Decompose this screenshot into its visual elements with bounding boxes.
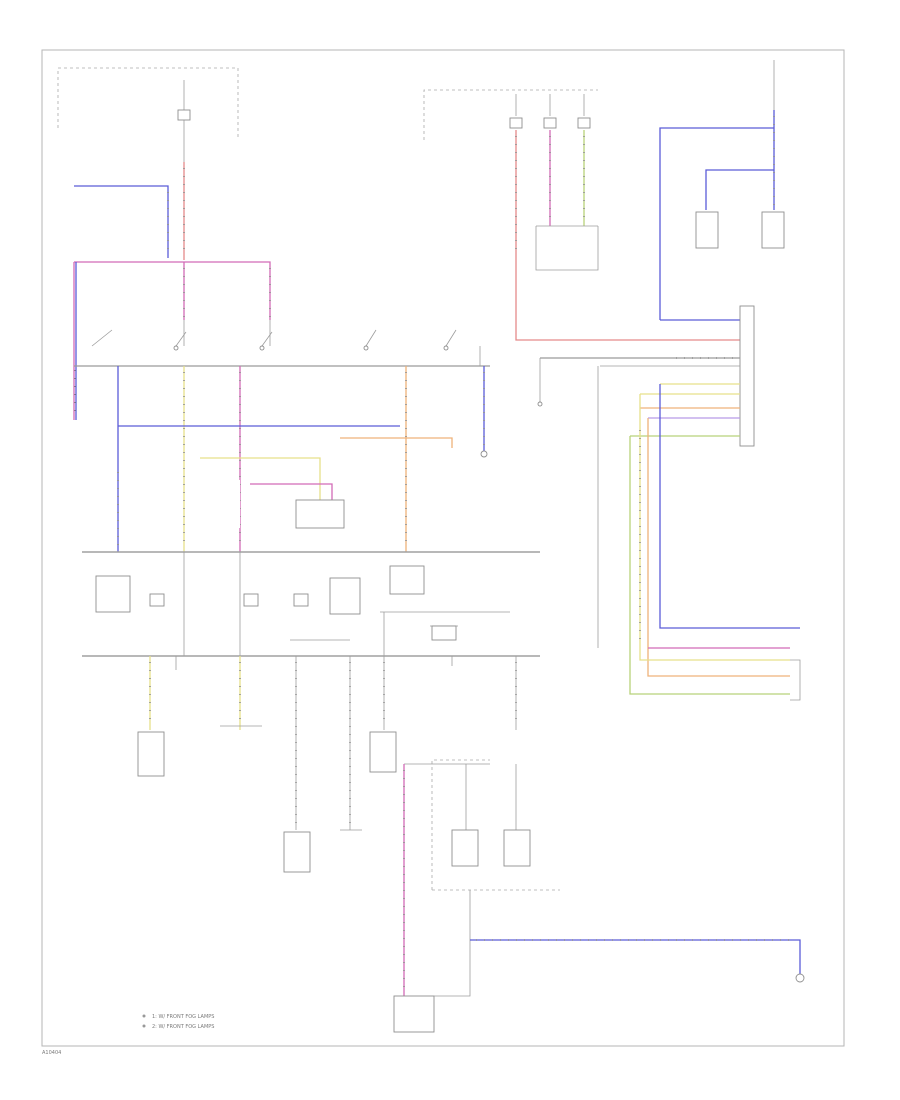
diagram-code: A10404	[42, 1050, 61, 1056]
fuse-row	[95, 552, 510, 656]
top-left-module	[57, 67, 239, 162]
legend-item-2: 2: W/ FRONT FOG LAMPS	[152, 1024, 214, 1030]
legend: 1: W/ FRONT FOG LAMPS 2: W/ FRONT FOG LA…	[142, 1014, 214, 1030]
top-right-section	[423, 89, 598, 140]
diagram-frame	[41, 49, 845, 1047]
legend-item-1: 1: W/ FRONT FOG LAMPS	[152, 1014, 214, 1020]
switch-row	[74, 320, 490, 367]
